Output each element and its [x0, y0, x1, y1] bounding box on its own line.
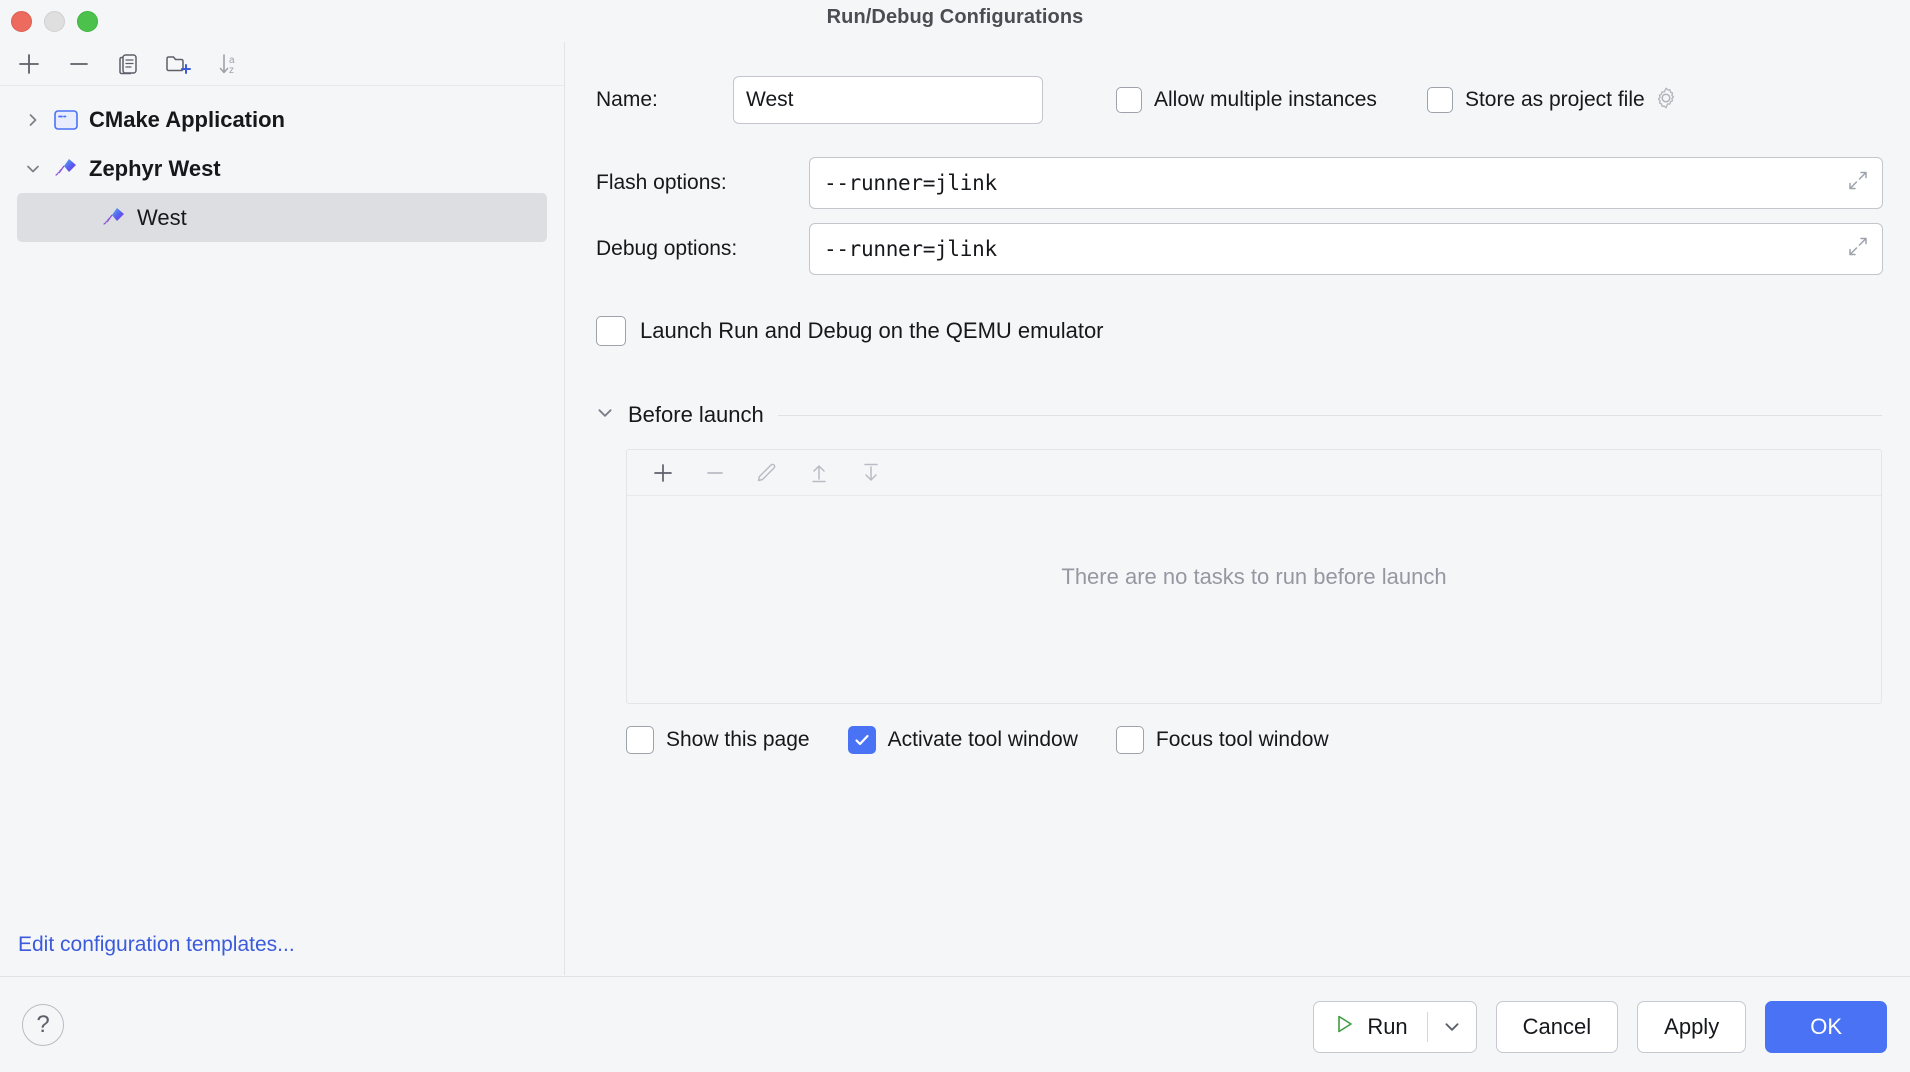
name-row: Name: West Allow multiple instances Stor…	[566, 72, 1910, 128]
checkbox-label: Store as project file	[1464, 88, 1645, 111]
tree-item-label: Zephyr West	[89, 155, 221, 181]
run-dropdown-button[interactable]	[1428, 1002, 1476, 1052]
title-bar: Run/Debug Configurations	[0, 0, 1910, 42]
cancel-button[interactable]: Cancel	[1495, 1001, 1619, 1053]
play-icon	[1332, 1012, 1356, 1042]
edit-task-button	[741, 452, 793, 494]
name-input[interactable]: West	[733, 76, 1043, 124]
debug-options-input[interactable]: --runner=jlink	[809, 223, 1883, 275]
before-launch-task-panel: There are no tasks to run before launch	[626, 449, 1882, 704]
flash-options-input[interactable]: --runner=jlink	[809, 157, 1883, 209]
checkbox-box[interactable]	[1116, 87, 1142, 113]
checkbox-label: Allow multiple instances	[1154, 88, 1377, 111]
chevron-down-icon[interactable]	[596, 404, 614, 427]
checkbox-label: Focus tool window	[1155, 728, 1329, 751]
svg-text:a: a	[229, 55, 235, 66]
before-launch-header[interactable]: Before launch	[566, 402, 1910, 428]
flash-options-label: Flash options:	[596, 171, 727, 194]
task-toolbar	[627, 450, 1881, 496]
add-task-button[interactable]	[637, 452, 689, 494]
checkbox-label: Show this page	[666, 728, 810, 751]
store-as-project-file-checkbox[interactable]: Store as project file	[1426, 87, 1645, 113]
expand-icon[interactable]	[1846, 235, 1870, 264]
sort-alphabetically-button[interactable]: a z	[204, 44, 254, 84]
tree-item-zephyr-west[interactable]: Zephyr West	[0, 144, 564, 193]
gear-icon[interactable]	[1653, 85, 1679, 116]
activate-tool-window-checkbox[interactable]: Activate tool window	[847, 726, 1078, 754]
sidebar-toolbar: a z	[0, 42, 564, 86]
apply-button[interactable]: Apply	[1637, 1001, 1747, 1053]
debug-options-row: Debug options: --runner=jlink	[566, 216, 1910, 282]
tree-item-cmake-application[interactable]: CMake Application	[0, 95, 564, 144]
minimize-window-button[interactable]	[44, 11, 65, 32]
checkbox-label: Launch Run and Debug on the QEMU emulato…	[640, 318, 1104, 343]
before-launch-title: Before launch	[628, 402, 764, 427]
flash-options-value: --runner=jlink	[824, 171, 997, 195]
close-window-button[interactable]	[11, 11, 32, 32]
show-this-page-checkbox[interactable]: Show this page	[626, 726, 810, 754]
debug-options-label: Debug options:	[596, 237, 738, 260]
add-configuration-button[interactable]	[4, 44, 54, 84]
chevron-right-icon[interactable]	[20, 112, 46, 128]
name-label: Name:	[596, 88, 658, 111]
tree-item-west[interactable]: West	[17, 193, 547, 242]
dialog-footer: ? Run Cancel Apply OK	[0, 976, 1910, 1072]
before-launch-options: Show this page Activate tool window Focu…	[566, 726, 1910, 754]
chevron-down-icon[interactable]	[20, 161, 46, 177]
page-title: Run/Debug Configurations	[826, 6, 1084, 28]
checkbox-label: Activate tool window	[887, 728, 1078, 751]
zoom-window-button[interactable]	[77, 11, 98, 32]
zephyr-kite-icon	[100, 204, 128, 232]
help-button[interactable]: ?	[22, 1004, 64, 1046]
zephyr-kite-icon	[52, 155, 80, 183]
ok-button[interactable]: OK	[1765, 1001, 1887, 1053]
footer-buttons: Run Cancel Apply OK	[1313, 1001, 1887, 1053]
remove-task-button	[689, 452, 741, 494]
move-task-up-button	[793, 452, 845, 494]
checkbox-box[interactable]	[1115, 726, 1144, 754]
checkbox-box[interactable]	[626, 726, 654, 754]
run-button[interactable]: Run	[1313, 1001, 1477, 1053]
tree-item-label: CMake Application	[89, 106, 285, 132]
run-button-separator	[1426, 1012, 1428, 1042]
remove-configuration-button[interactable]	[54, 44, 104, 84]
configuration-form: Name: West Allow multiple instances Stor…	[566, 42, 1910, 975]
qemu-emulator-checkbox[interactable]: Launch Run and Debug on the QEMU emulato…	[566, 308, 1910, 354]
run-button-label: Run	[1367, 1014, 1408, 1039]
section-divider	[777, 414, 1882, 416]
checkbox-box[interactable]	[596, 316, 626, 346]
svg-text:z: z	[229, 65, 234, 76]
tree-item-label: West	[137, 204, 187, 230]
checkbox-box[interactable]	[1426, 87, 1453, 113]
run-button-main[interactable]: Run	[1314, 1002, 1426, 1052]
empty-tasks-message: There are no tasks to run before launch	[1061, 563, 1447, 589]
checkbox-box[interactable]	[847, 726, 876, 754]
cmake-icon	[52, 106, 80, 134]
copy-configuration-button[interactable]	[104, 44, 154, 84]
configurations-tree: CMake Application Zephyr Wes	[0, 86, 564, 242]
expand-icon[interactable]	[1846, 169, 1870, 198]
move-task-down-button	[845, 452, 897, 494]
focus-tool-window-checkbox[interactable]: Focus tool window	[1115, 726, 1329, 754]
window-controls	[11, 11, 98, 32]
allow-multiple-instances-checkbox[interactable]: Allow multiple instances	[1116, 87, 1377, 113]
new-folder-button[interactable]	[154, 44, 204, 84]
configurations-sidebar: a z CMake Application	[0, 42, 565, 975]
debug-options-value: --runner=jlink	[824, 237, 997, 261]
flash-options-row: Flash options: --runner=jlink	[566, 150, 1910, 216]
edit-configuration-templates-link[interactable]: Edit configuration templates...	[18, 933, 295, 956]
